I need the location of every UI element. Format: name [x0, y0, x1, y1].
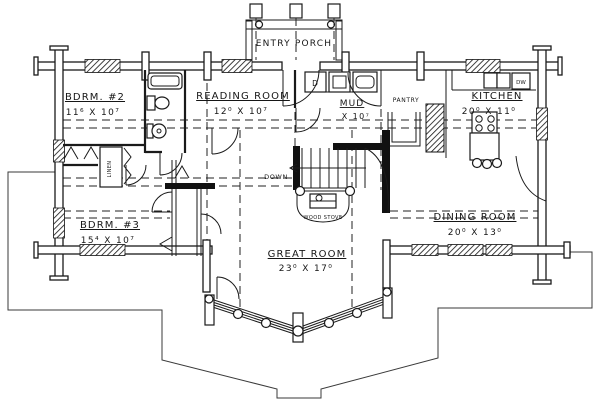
dining-label: DINING ROOM [434, 212, 517, 223]
laundry-tub [352, 71, 378, 93]
deck-outline [7, 171, 593, 399]
island [469, 132, 500, 161]
refrigerator [425, 103, 445, 153]
window-dining-2 [447, 244, 484, 256]
entry-porch-label: ENTRY PORCH [256, 39, 333, 49]
toilet-bowl [154, 96, 170, 110]
closet-rod-symbol [63, 146, 79, 160]
log-post [351, 307, 363, 319]
window-bdrm3 [79, 244, 126, 256]
window-reading [221, 59, 253, 73]
great-dims: 23⁰ X 17⁰ [279, 264, 334, 274]
washer [328, 71, 351, 93]
closet-rod-symbol [83, 146, 99, 160]
wood-stove-hearth [294, 185, 356, 223]
bath-sink [151, 123, 167, 139]
entry-porch [245, 3, 343, 61]
stool [481, 158, 493, 170]
bdrm2-dims: 11⁶ X 10⁷ [66, 108, 121, 118]
curved-wall [515, 155, 547, 202]
log-post [260, 317, 272, 329]
kitchen-fixtures [451, 70, 547, 202]
chimney [382, 130, 390, 213]
mud-label: MUD [340, 99, 365, 109]
window-dining-3 [485, 244, 513, 256]
bath-door-arc [159, 152, 183, 176]
great-label: GREAT ROOM [268, 249, 347, 260]
mud-door-arc [295, 107, 321, 133]
toilet-tank [146, 95, 156, 111]
window-right [536, 107, 548, 141]
mud-room [293, 70, 383, 150]
bifold-door [123, 147, 132, 185]
dishwasher-label: DW [516, 80, 526, 86]
interior-doors [125, 69, 382, 300]
mud-dims: X 10⁷ [342, 112, 370, 121]
linen-closet [99, 146, 123, 188]
closets-hall [63, 143, 215, 256]
stair-curve [364, 147, 389, 214]
stool [491, 157, 503, 169]
bathtub [147, 72, 183, 90]
kitchen-sink [496, 72, 511, 89]
stair-arrow [288, 163, 298, 173]
bdrm3-door-arc [151, 191, 173, 213]
kitchen-dims: 20⁰ X 11⁰ [462, 107, 517, 117]
pantry-shelves [387, 112, 421, 147]
pantry-label: PANTRY [393, 97, 420, 104]
bdrm3-label: BDRM. #3 [80, 220, 140, 231]
window-left-2 [53, 207, 65, 239]
kitchen-label: KITCHEN [471, 91, 522, 102]
down-label: DOWN [264, 173, 288, 181]
log-post [232, 308, 244, 320]
log-post [204, 294, 214, 304]
pantry-door-arc [347, 72, 382, 107]
reading-label: READING ROOM [196, 91, 290, 102]
reading-door-arc [211, 127, 239, 155]
stool [471, 157, 483, 169]
room-labels: ENTRY PORCH BDRM. #2 11⁶ X 10⁷ READING R… [65, 39, 526, 274]
window-dining-1 [411, 244, 439, 256]
bathroom [143, 70, 187, 154]
bdrm3-dims: 15⁴ X 10⁷ [81, 236, 136, 246]
dishwasher [511, 72, 531, 90]
hall-door-arc [200, 213, 222, 235]
window-left-1 [53, 139, 65, 163]
bdrm2-door-arc [125, 164, 147, 186]
log-post [294, 185, 306, 197]
log-post [292, 325, 304, 337]
log-post [382, 287, 392, 297]
closet-rod-symbol [174, 165, 190, 179]
reading-dims: 12⁰ X 10⁷ [214, 107, 269, 117]
windows [53, 59, 548, 256]
dashed-construction-lines [63, 70, 538, 308]
dryer-label: D [312, 79, 318, 88]
entry-door-arc [282, 69, 320, 107]
log-post [323, 317, 335, 329]
dining-dims: 20⁰ X 13⁰ [448, 228, 503, 238]
window-bdrm2 [84, 59, 121, 73]
linen-label: LINEN [107, 161, 113, 178]
closet-rod-symbol [159, 236, 173, 252]
prow-windows [204, 287, 393, 343]
deck-door-arc [216, 276, 240, 300]
kitchen-sink [483, 72, 498, 89]
log-post [344, 185, 356, 197]
window-kitchen [465, 59, 501, 73]
wood-stove-label: WOOD STOVE [304, 215, 343, 221]
stairs [288, 143, 389, 214]
pantry [382, 70, 447, 213]
bdrm2-label: BDRM. #2 [65, 92, 125, 103]
